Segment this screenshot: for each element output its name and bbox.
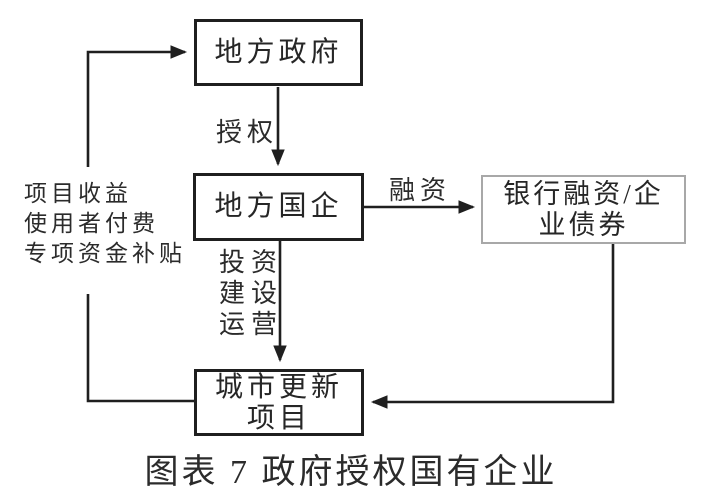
return-label-special-subsidy: 专项资金补贴 [24, 241, 186, 266]
edge-label-operate: 运营 [219, 310, 284, 339]
node-urban-renewal-project: 城市更新 项目 [194, 369, 364, 436]
node-urban-renewal-line1: 城市更新 [214, 371, 343, 403]
figure-caption: 图表 7 政府授权国有企业 [144, 454, 558, 491]
node-local-soe: 地方国企 [193, 173, 364, 241]
edge-label-financing: 融资 [389, 176, 452, 205]
node-bank-financing-line2: 业债券 [538, 209, 629, 240]
return-label-user-fees: 使用者付费 [24, 211, 159, 236]
node-local-government-label: 地方政府 [214, 36, 343, 68]
return-label-project-revenue: 项目收益 [24, 181, 132, 206]
edge-label-authorize: 授权 [216, 118, 279, 147]
edge-label-invest-build-operate: 投资 建设 运营 [219, 247, 283, 340]
bank-to-project-arrow [370, 244, 615, 409]
node-bank-financing-bonds: 银行融资/企 业债券 [481, 175, 686, 244]
node-local-government: 地方政府 [194, 19, 363, 86]
edge-label-invest: 投资 [219, 248, 284, 277]
edge-label-construct: 建设 [219, 279, 284, 308]
return-flow-labels: 项目收益 使用者付费 专项资金补贴 [24, 179, 186, 269]
node-local-soe-label: 地方国企 [214, 191, 343, 222]
return-loop-lower-segment [86, 294, 194, 403]
node-bank-financing-line1: 银行融资/企 [503, 178, 664, 209]
node-urban-renewal-line2: 项目 [246, 402, 311, 434]
return-loop-upper-arrow [86, 45, 188, 167]
